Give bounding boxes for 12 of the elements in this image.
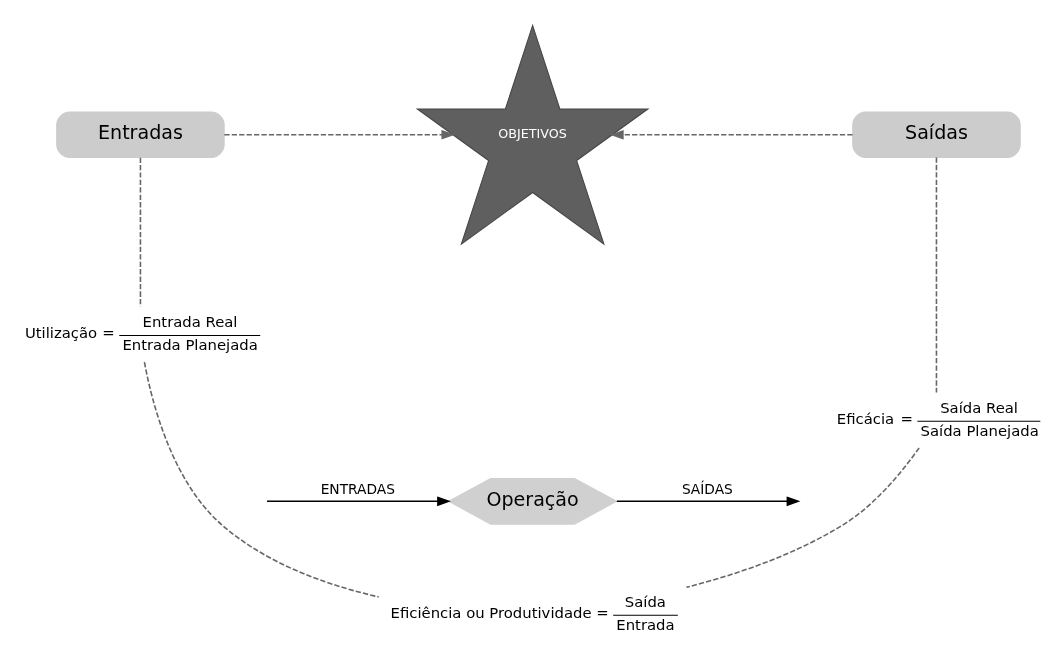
connector bbox=[685, 446, 920, 588]
arrow bbox=[609, 129, 854, 140]
arrow bbox=[266, 496, 451, 506]
connector bbox=[935, 156, 938, 393]
edge-label: ENTRADAS bbox=[320, 480, 396, 497]
connector bbox=[143, 360, 380, 598]
arrow bbox=[223, 129, 456, 140]
edge-label: SAÍDAS bbox=[681, 480, 733, 497]
connector bbox=[139, 156, 142, 307]
arrow bbox=[616, 496, 801, 506]
node-box: Saídas bbox=[852, 110, 1021, 158]
node-box: Entradas bbox=[56, 110, 225, 158]
